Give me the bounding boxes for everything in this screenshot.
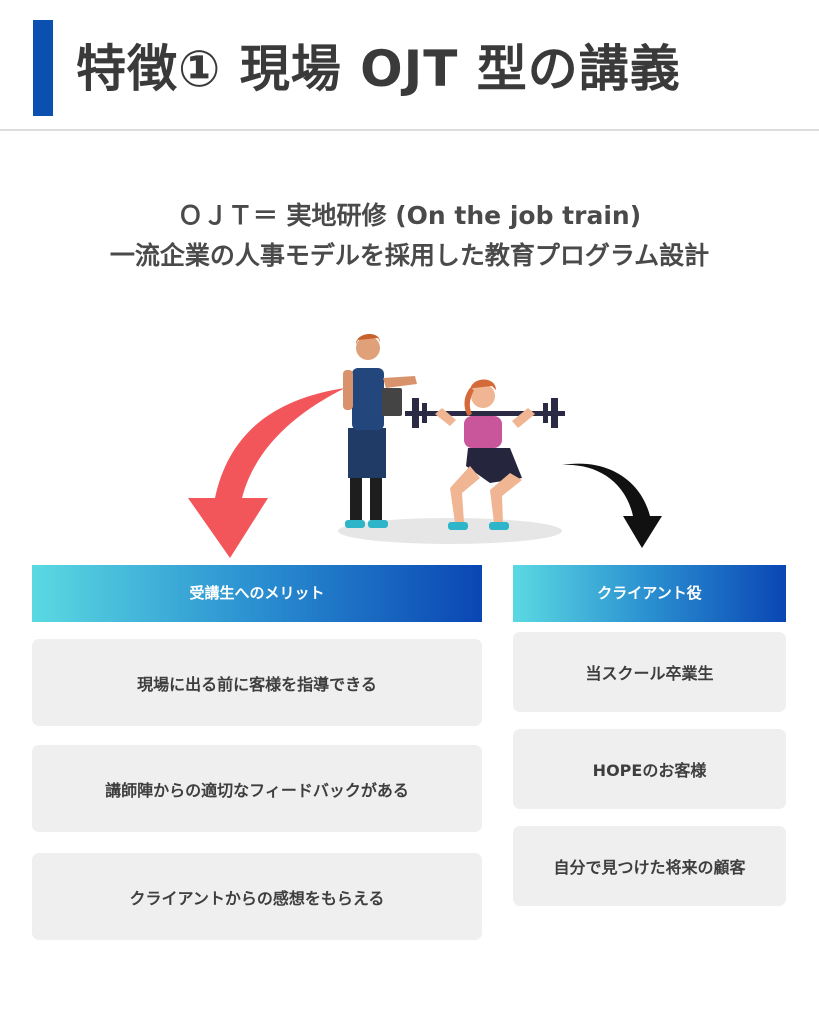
training-illustration bbox=[150, 318, 680, 563]
merit-card-2: 講師陣からの適切なフィードバックがある bbox=[32, 745, 482, 832]
barbell-icon bbox=[405, 398, 565, 428]
merit-text-2: 講師陣からの適切なフィードバックがある bbox=[105, 780, 409, 800]
training-illustration-svg bbox=[188, 333, 662, 558]
trainer-figure-icon bbox=[343, 333, 417, 528]
merit-card-1: 現場に出る前に客様を指導できる bbox=[32, 639, 482, 726]
header-accent-bar bbox=[33, 20, 53, 116]
client-text-1: 当スクール卒業生 bbox=[585, 664, 714, 683]
squatting-athlete-icon bbox=[435, 379, 535, 530]
client-text-2: HOPEのお客様 bbox=[592, 761, 707, 780]
merit-text-3: クライアントからの感想をもらえる bbox=[129, 888, 385, 908]
client-card-1: 当スクール卒業生 bbox=[513, 632, 786, 712]
page-title: 特徴① 現場 OJT 型の講義 bbox=[76, 40, 681, 98]
client-text-3: 自分で見つけた将来の顧客 bbox=[553, 858, 746, 877]
merit-text-1: 現場に出る前に客様を指導できる bbox=[137, 674, 377, 694]
red-curved-arrow-icon bbox=[188, 388, 345, 558]
merits-header: 受講生へのメリット bbox=[32, 565, 482, 622]
subtitle-line-2: 一流企業の人事モデルを採用した教育プログラム設計 bbox=[109, 241, 710, 270]
client-role-header: クライアント役 bbox=[513, 565, 786, 622]
client-card-2: HOPEのお客様 bbox=[513, 729, 786, 809]
merit-card-3: クライアントからの感想をもらえる bbox=[32, 853, 482, 940]
client-card-3: 自分で見つけた将来の顧客 bbox=[513, 826, 786, 906]
page-header: 特徴① 現場 OJT 型の講義 bbox=[0, 0, 819, 131]
subtitle: ＯＪＴ＝ 実地研修 (On the job train) 一流企業の人事モデルを… bbox=[0, 196, 819, 276]
black-curved-arrow-icon bbox=[562, 463, 662, 548]
header-divider bbox=[0, 129, 819, 131]
subtitle-line-1: ＯＪＴ＝ 実地研修 (On the job train) bbox=[177, 201, 642, 230]
